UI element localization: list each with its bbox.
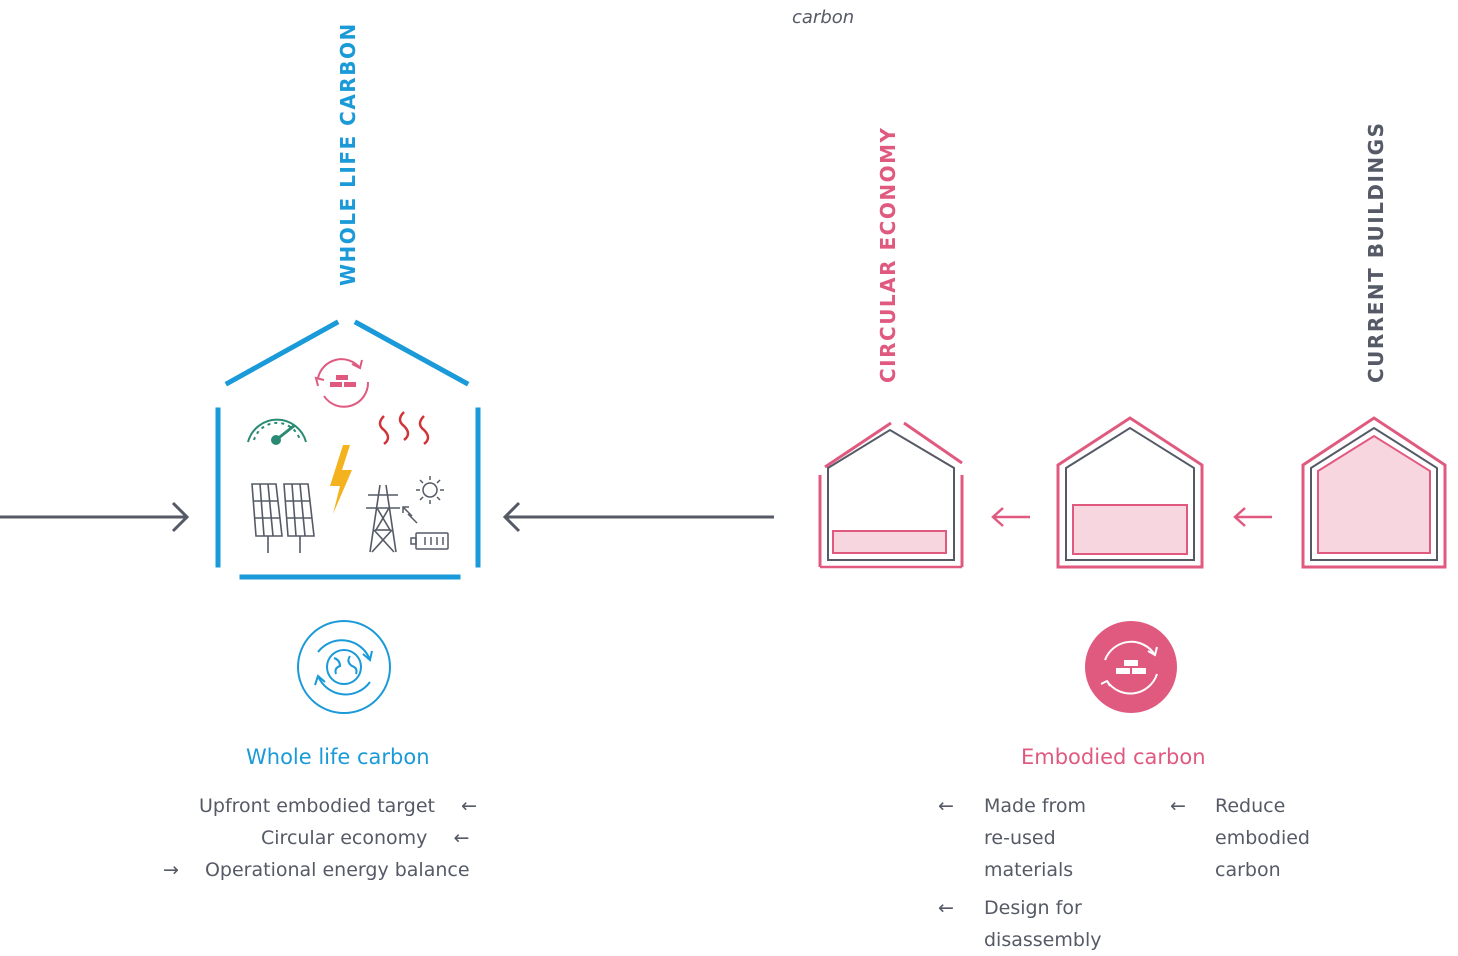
list-item-upfront: Upfront embodied target ← <box>199 790 477 822</box>
bricks-cycle-small-icon <box>314 358 370 408</box>
list-item-line: Design for <box>984 897 1082 919</box>
whole-life-carbon-title: Whole life carbon <box>246 745 430 769</box>
list-item-text: Circular economy <box>261 827 428 849</box>
right-arrow-icon: → <box>163 859 179 881</box>
gauge-icon <box>247 418 307 445</box>
left-arrow-icon: ← <box>453 827 470 849</box>
list-item-line: disassembly <box>984 929 1102 951</box>
solar-panels-icon <box>251 483 315 553</box>
incoming-arrow <box>0 501 190 533</box>
list-item-line: Reduce <box>1215 795 1286 817</box>
top-cutoff-text: carbon <box>792 7 855 28</box>
left-arrow-icon: ← <box>938 897 954 919</box>
list-item-reused: Made from re-used materials <box>984 790 1086 886</box>
list-item-disassembly: Design for disassembly <box>984 892 1101 956</box>
lightning-icon <box>330 445 352 514</box>
transfer-arrows-icon <box>402 506 418 524</box>
list-item-line: re-used <box>984 827 1056 849</box>
list-item-text: Upfront embodied target <box>199 795 435 817</box>
embodied-carbon-title: Embodied carbon <box>1021 745 1206 769</box>
power-pylon-icon <box>366 484 400 553</box>
list-item-line: embodied <box>1215 827 1310 849</box>
list-item-line: materials <box>984 859 1074 881</box>
list-item-line: carbon <box>1215 859 1281 881</box>
globe-cycle-icon <box>297 620 391 714</box>
list-item-reduce: Reduce embodied carbon <box>1215 790 1310 886</box>
current-building-house <box>1301 416 1447 569</box>
left-arrow-icon: ← <box>1170 795 1186 817</box>
battery-icon <box>410 532 449 550</box>
pink-arrow-1 <box>991 507 1030 527</box>
bricks-cycle-icon <box>1085 621 1177 713</box>
list-item-circular: Circular economy ← <box>261 822 469 854</box>
left-arrow-icon: ← <box>938 795 954 817</box>
circular-economy-house <box>818 421 964 569</box>
pink-arrow-2 <box>1233 507 1272 527</box>
heat-waves-icon <box>378 411 430 445</box>
left-arrow-icon: ← <box>461 795 477 817</box>
list-item-line: Made from <box>984 795 1087 817</box>
reduced-embodied-house <box>1056 416 1204 569</box>
return-arrow <box>502 501 774 533</box>
whole-life-carbon-house <box>215 319 481 580</box>
list-item-operational: → Operational energy balance <box>163 854 470 886</box>
list-item-text: Operational energy balance <box>204 859 470 881</box>
sun-icon <box>416 476 444 504</box>
